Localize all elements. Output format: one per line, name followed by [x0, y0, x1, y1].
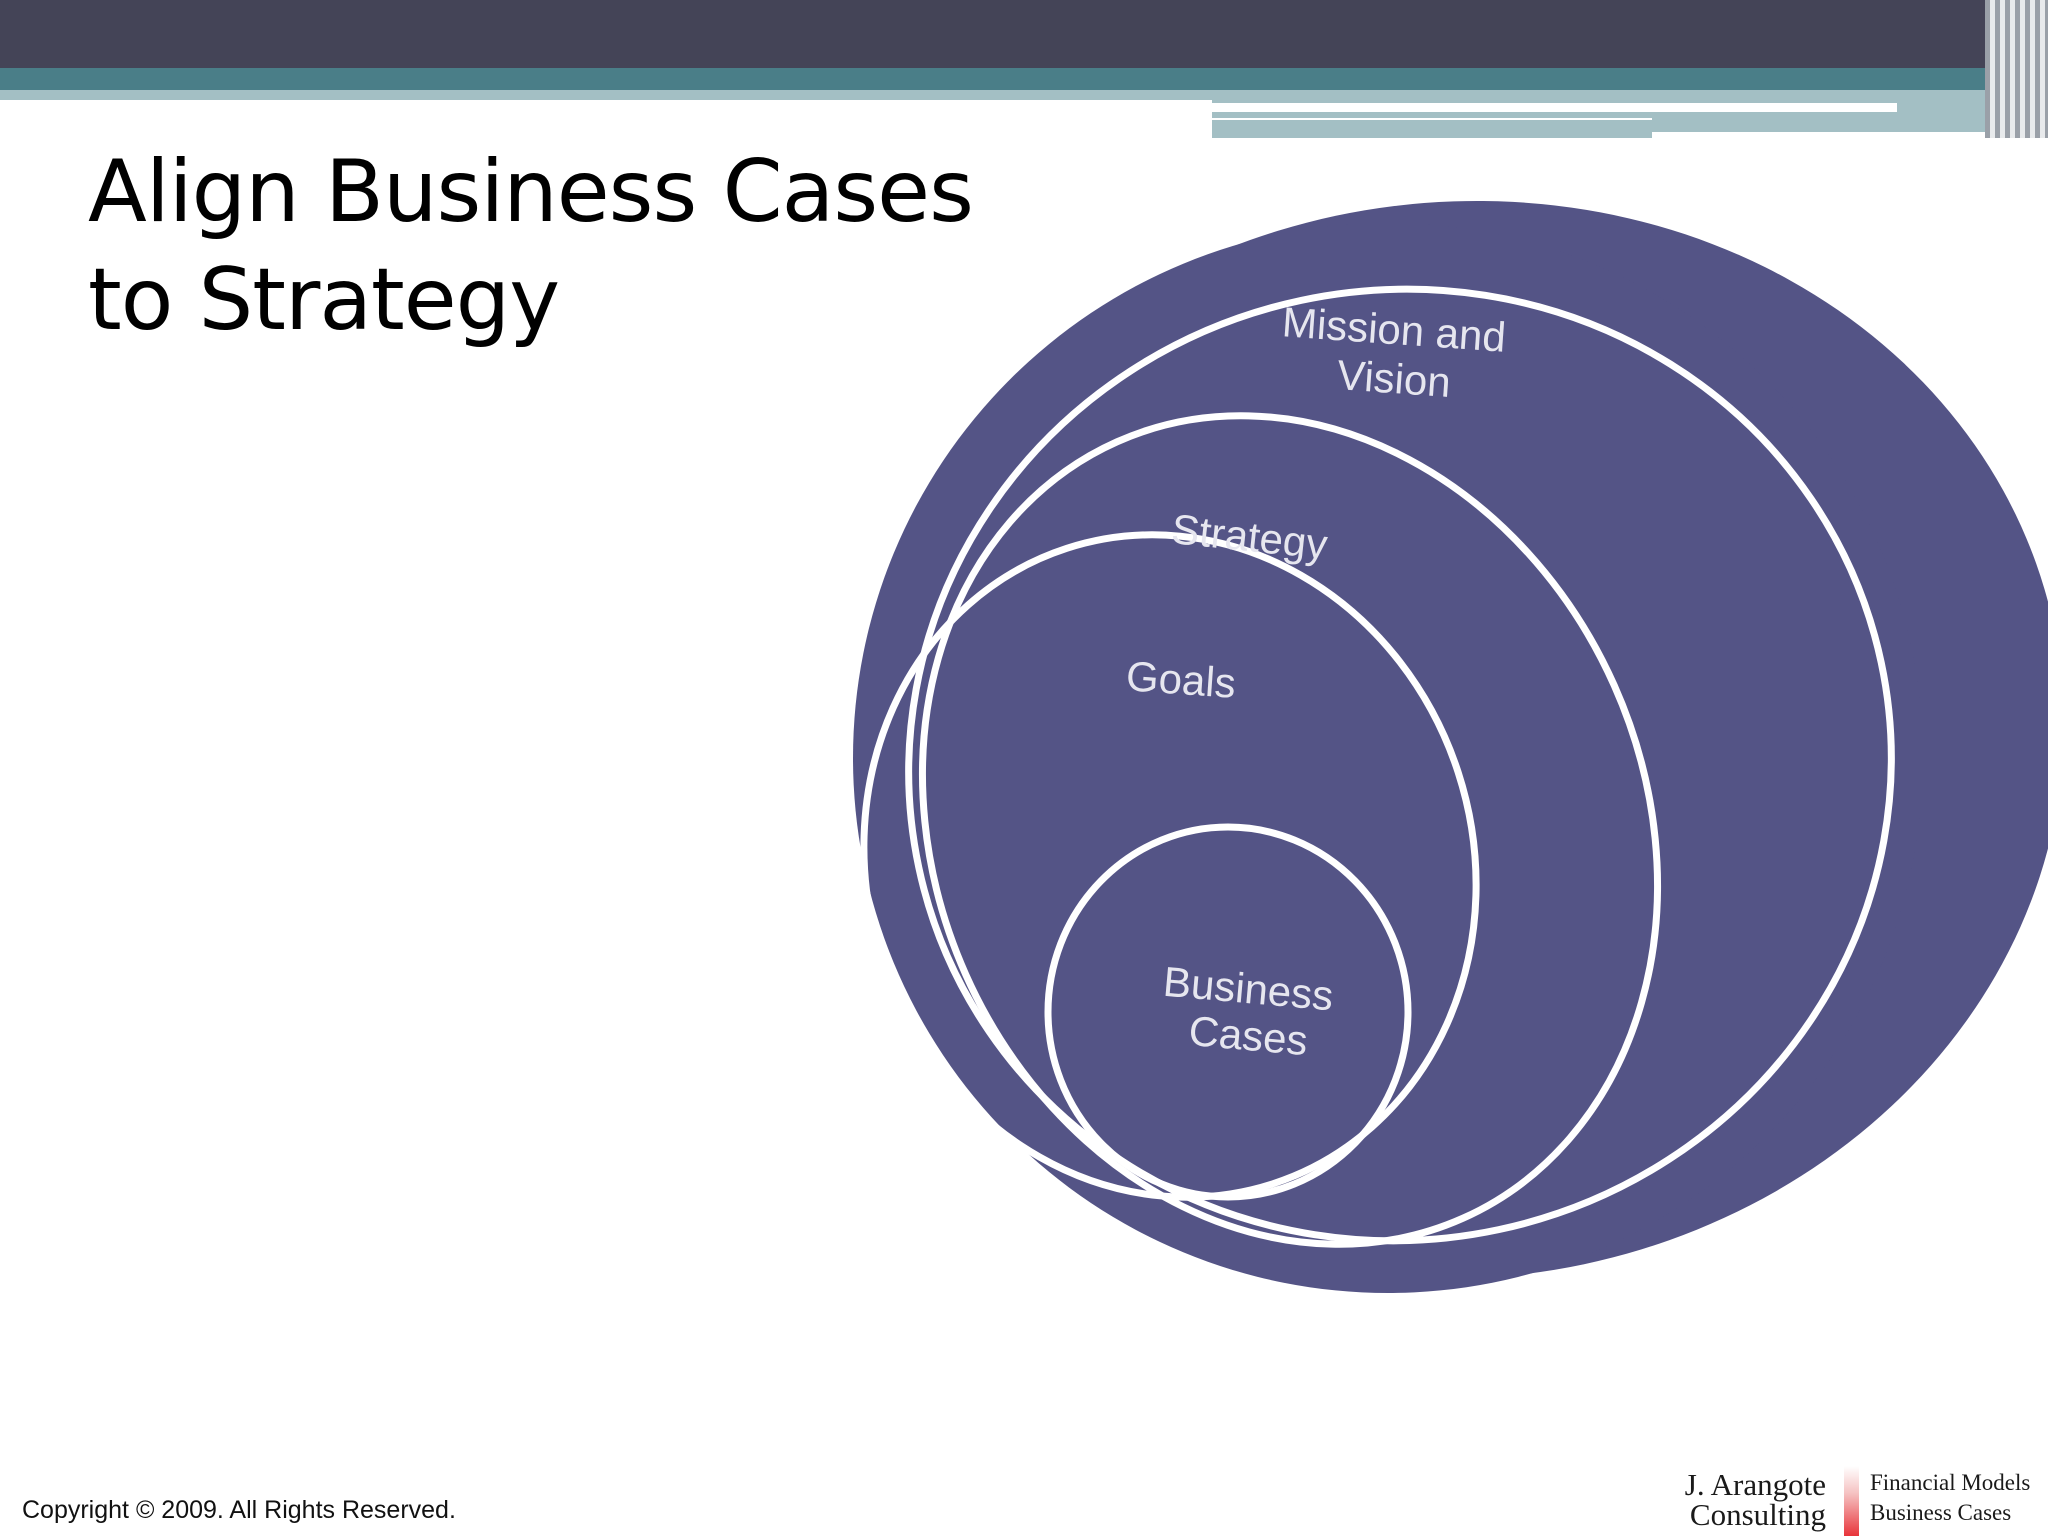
circle-mission-vision	[905, 285, 1895, 1245]
header-light-band-right	[1212, 90, 2012, 138]
logo-tag-line-2: Business Cases	[1870, 1500, 2012, 1525]
label-business-line-2: Cases	[1187, 1007, 1310, 1064]
slide-title: Align Business Cases to Strategy	[88, 138, 988, 354]
header-white-line-2	[1212, 118, 1652, 120]
logo-name-line-2: Consulting	[1689, 1497, 1826, 1532]
header-light-band-left	[0, 90, 1212, 100]
label-mission-line-2: Vision	[1336, 351, 1453, 406]
header-white-block	[1652, 132, 2012, 138]
label-goals: Goals	[1125, 652, 1238, 707]
circle-goals	[860, 531, 1480, 1201]
slide-title-line-2: to Strategy	[88, 250, 560, 350]
logo-accent-bar	[1844, 1466, 1859, 1536]
company-logo: J. Arangote Consulting Financial Models …	[1660, 1462, 2040, 1536]
circle-business-cases	[1044, 823, 1412, 1201]
logo-name: J. Arangote Consulting	[1684, 1467, 1826, 1532]
copyright-text: Copyright © 2009. All Rights Reserved.	[22, 1496, 456, 1524]
circle-strategy	[918, 412, 1662, 1248]
slide-title-line-1: Align Business Cases	[88, 142, 974, 242]
header-dark-band	[0, 0, 2048, 68]
outer-blob	[853, 223, 1923, 1293]
logo-tag-line-1: Financial Models	[1870, 1470, 2031, 1495]
header-teal-band	[0, 68, 2048, 90]
header-right-stripes	[1985, 0, 2048, 138]
header-white-line-1	[1212, 103, 1897, 112]
logo-name-line-1: J. Arangote	[1684, 1467, 1826, 1502]
logo-tagline: Financial Models Business Cases	[1870, 1468, 2030, 1528]
